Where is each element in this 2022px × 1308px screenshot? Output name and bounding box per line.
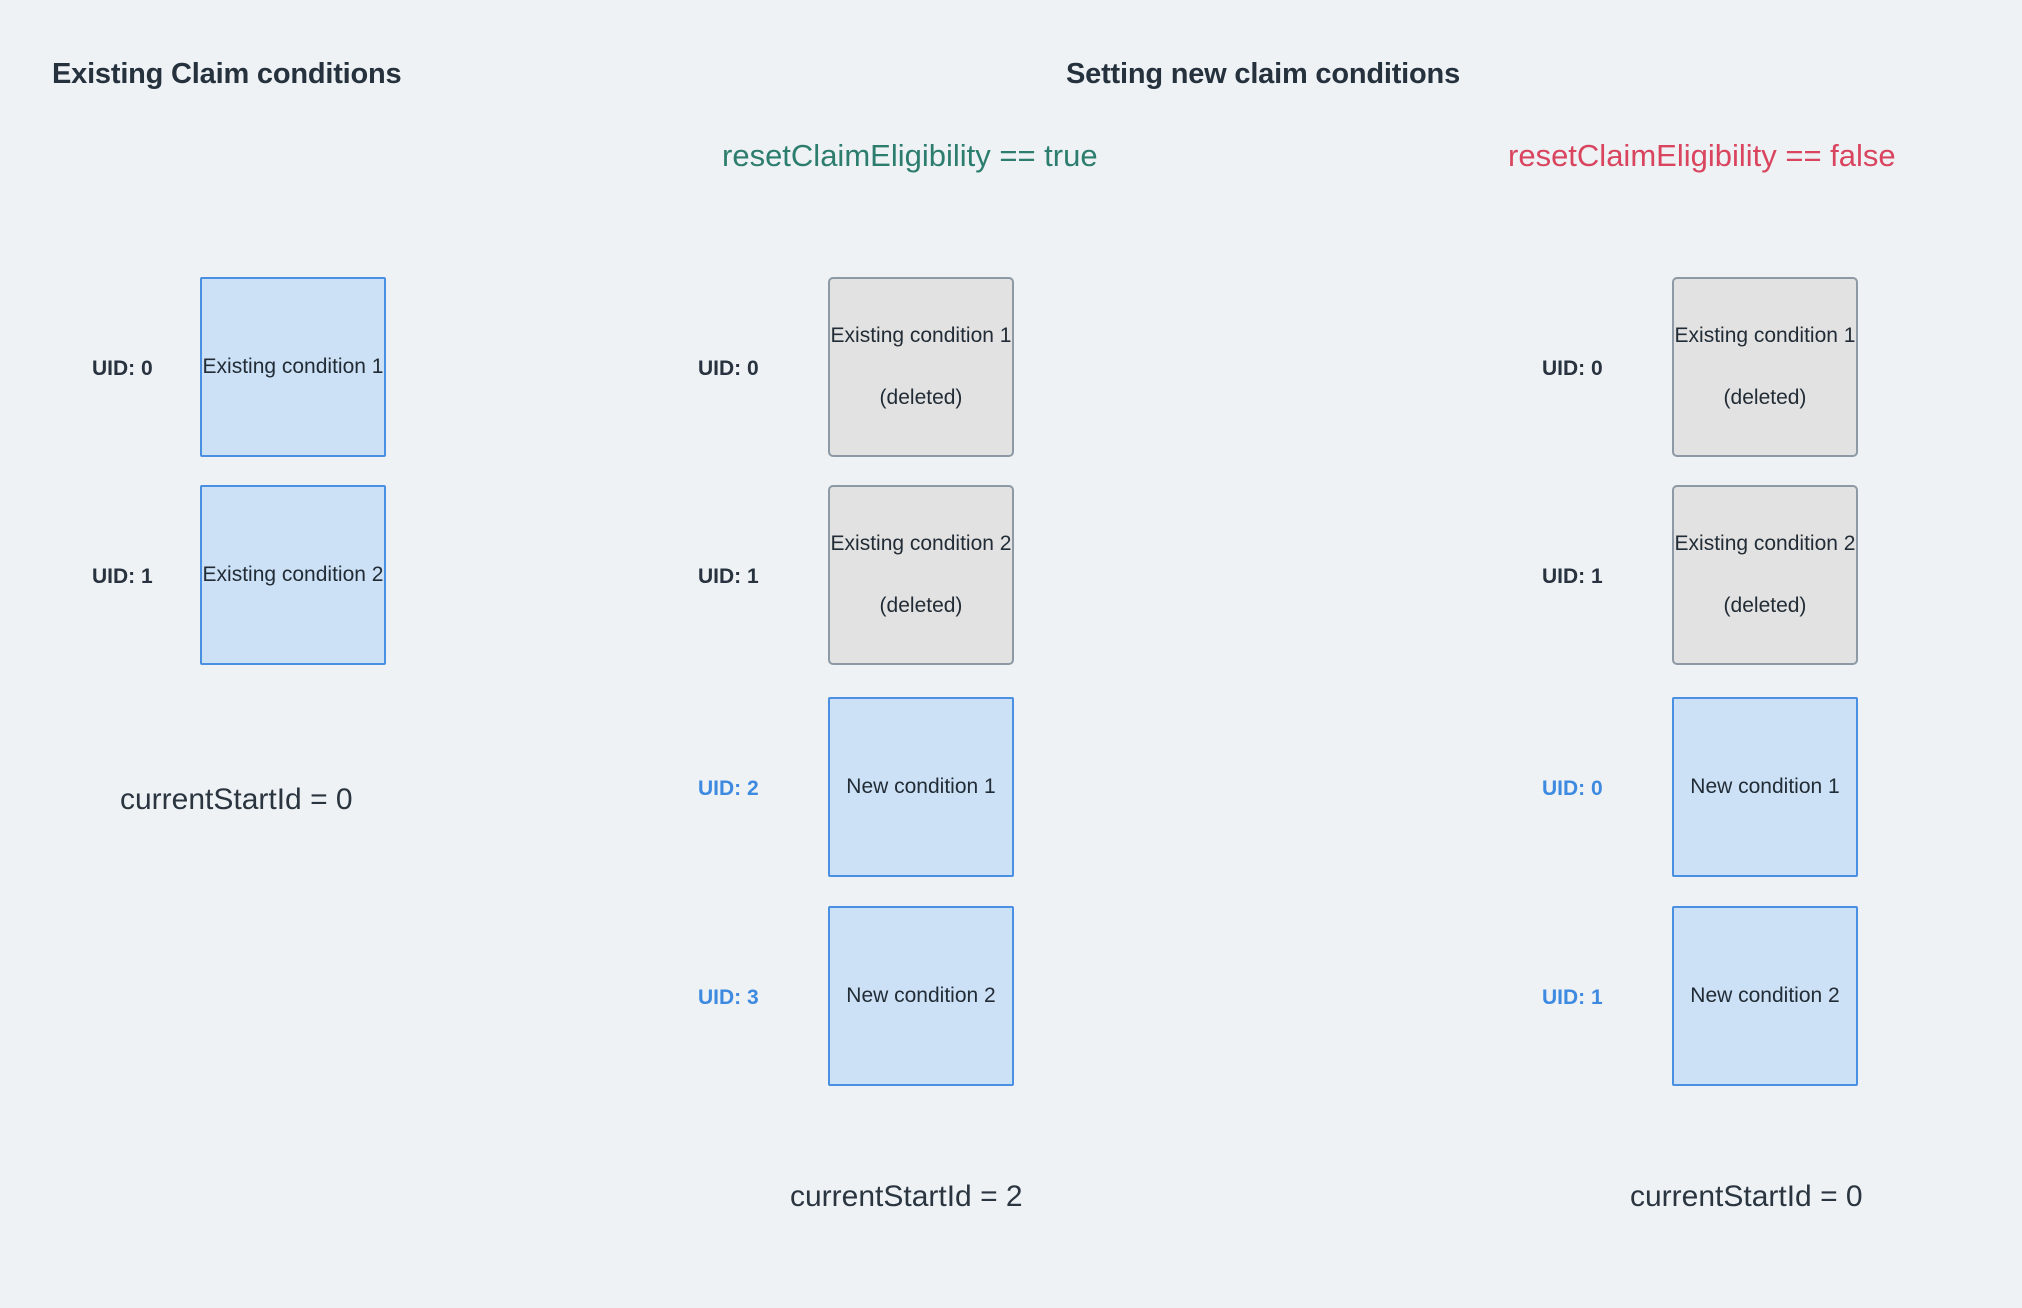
uid-label: UID: 0: [1542, 357, 1603, 380]
uid-label: UID: 0: [1542, 777, 1603, 800]
condition-title: Existing condition 2: [830, 532, 1012, 556]
uid-label: UID: 1: [1542, 986, 1603, 1009]
uid-label: UID: 1: [1542, 565, 1603, 588]
subtitle-reset-eligibility-true: resetClaimEligibility == true: [722, 138, 1098, 173]
condition-box: New condition 1: [828, 697, 1014, 877]
uid-label: UID: 0: [698, 357, 759, 380]
uid-label: UID: 1: [698, 565, 759, 588]
uid-label: UID: 0: [92, 357, 153, 380]
condition-title: Existing condition 1: [830, 324, 1012, 348]
condition-box: New condition 2: [1672, 906, 1858, 1086]
condition-box: Existing condition 2 (deleted): [828, 485, 1014, 665]
condition-box: Existing condition 1 (deleted): [828, 277, 1014, 457]
caption-current-start-id: currentStartId = 0: [1630, 1180, 1863, 1213]
condition-box: New condition 2: [828, 906, 1014, 1086]
condition-box: Existing condition 2 (deleted): [1672, 485, 1858, 665]
condition-title: Existing condition 1: [202, 355, 384, 379]
uid-label: UID: 2: [698, 777, 759, 800]
uid-label: UID: 3: [698, 986, 759, 1009]
heading-existing-claim-conditions: Existing Claim conditions: [52, 58, 402, 90]
condition-box: Existing condition 2: [200, 485, 386, 665]
condition-box: New condition 1: [1672, 697, 1858, 877]
condition-title: Existing condition 1: [1674, 324, 1856, 348]
uid-label: UID: 1: [92, 565, 153, 588]
condition-title: New condition 1: [846, 775, 996, 799]
heading-setting-new-claim-conditions: Setting new claim conditions: [1066, 58, 1460, 90]
condition-title: Existing condition 2: [1674, 532, 1856, 556]
condition-status: (deleted): [1723, 594, 1807, 617]
subtitle-reset-eligibility-false: resetClaimEligibility == false: [1508, 138, 1896, 173]
condition-title: Existing condition 2: [202, 563, 384, 587]
caption-current-start-id: currentStartId = 2: [790, 1180, 1023, 1213]
condition-status: (deleted): [1723, 386, 1807, 409]
condition-title: New condition 2: [1690, 984, 1840, 1008]
condition-title: New condition 2: [846, 984, 996, 1008]
caption-current-start-id: currentStartId = 0: [120, 783, 353, 816]
condition-box: Existing condition 1 (deleted): [1672, 277, 1858, 457]
condition-status: (deleted): [879, 594, 963, 617]
condition-status: (deleted): [879, 386, 963, 409]
condition-box: Existing condition 1: [200, 277, 386, 457]
condition-title: New condition 1: [1690, 775, 1840, 799]
